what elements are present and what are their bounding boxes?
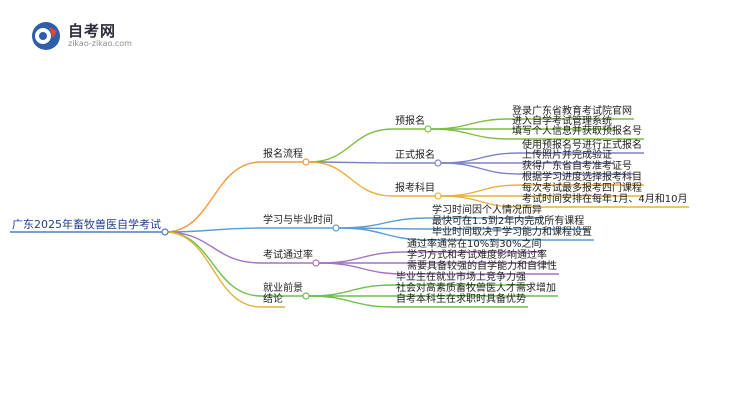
root-knob (161, 228, 169, 236)
leaf-node: 需要具备较强的自学能力和自律性 (407, 261, 557, 272)
node-knob (302, 292, 310, 300)
node-knob (332, 224, 340, 232)
edge-root-branch (164, 231, 262, 297)
edge-sub-leaf (430, 128, 511, 140)
branch-node: 结论 (263, 294, 283, 305)
leaf-node: 社会对高素质畜牧兽医人才需求增加 (396, 283, 556, 294)
leaf-node: 使用预报名号进行正式报名 (522, 140, 642, 151)
leaf-node: 填写个人信息并获取预报名号 (512, 126, 642, 137)
logo-title: 自考网 (68, 22, 117, 40)
edge-branch-leaf (338, 217, 431, 229)
leaf-node: 最快可在1.5到2年内完成所有课程 (432, 216, 585, 227)
leaf-node: 毕业生在就业市场上竞争力强 (396, 272, 526, 283)
edge-root-branch (164, 161, 262, 233)
node-knob (312, 259, 320, 267)
edge-sub-leaf (440, 162, 521, 175)
edge-root-branch (164, 231, 262, 308)
sub-branch-node: 预报名 (395, 116, 425, 127)
edge-branch-sub (308, 161, 394, 164)
site-logo: 自考网 zikao-zikao.com (30, 20, 190, 50)
logo-url: zikao-zikao.com (68, 39, 132, 48)
branch-node: 考试通过率 (263, 250, 313, 261)
leaf-node: 毕业时间取决于学习能力和课程设置 (432, 227, 592, 238)
edge-branch-leaf (318, 251, 406, 264)
edge-root-branch (164, 227, 262, 233)
edge-branch-leaf (308, 284, 395, 297)
leaf-node: 每次考试最多报考四门课程 (522, 183, 642, 194)
leaf-node: 学习方式和考试难度影响通过率 (407, 250, 547, 261)
node-knob (434, 192, 442, 200)
node-knob (434, 159, 442, 167)
leaf-node: 进入自学考试管理系统 (512, 116, 612, 127)
logo-mark-icon (32, 22, 60, 50)
node-knob (302, 158, 310, 166)
edge-branch-leaf (338, 227, 431, 241)
leaf-node: 自考本科生在求职时具备优势 (396, 294, 526, 305)
edge-branch-leaf (308, 295, 395, 308)
root-node: 广东2025年畜牧兽医自学考试 (12, 218, 161, 231)
branch-node: 就业前景 (263, 283, 303, 294)
edge-branch-sub (308, 161, 394, 197)
leaf-node: 获得广东省自考准考证号 (522, 161, 632, 172)
edge-sub-leaf (440, 195, 521, 208)
edge-branch-leaf (318, 262, 406, 275)
branch-node: 报名流程 (263, 149, 303, 160)
sub-branch-node: 正式报名 (395, 150, 435, 161)
sub-branch-node: 报考科目 (395, 183, 435, 194)
leaf-node: 登录广东省教育考试院官网 (512, 106, 632, 117)
edge-branch-sub (308, 128, 394, 163)
node-knob (424, 125, 432, 133)
leaf-node: 上传照片并完成验证 (522, 150, 612, 161)
leaf-node: 根据学习进度选择报考科目 (522, 172, 642, 183)
leaf-node: 考试时间安排在每年1月、4月和10月 (522, 194, 688, 205)
edge-root-branch (164, 231, 262, 264)
leaf-node: 通过率通常在10%到30%之间 (407, 239, 542, 250)
edge-sub-leaf (430, 118, 511, 130)
edge-sub-leaf (440, 184, 521, 197)
branch-node: 学习与毕业时间 (263, 215, 333, 226)
edge-sub-leaf (440, 152, 521, 164)
leaf-node: 学习时间因个人情况而异 (432, 205, 542, 216)
